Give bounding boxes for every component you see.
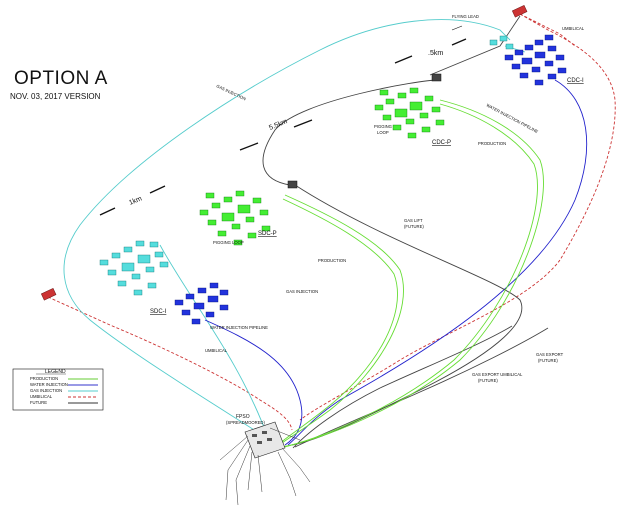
legend-item-production: PRODUCTION [30,376,98,381]
cdc-p-pigging-label-2: LOOP [377,130,389,135]
marker-5km-right [451,38,467,46]
fpso-mooring-lines [219,427,311,506]
legend-item-water-injection: WATER INJECTION [30,382,98,387]
gas-export-umbilical-line [292,325,513,449]
cdc-p-cluster [374,87,445,139]
distance-05km-label: .5km [428,50,443,57]
legend-item-gas-injection: GAS INJECTION [30,388,98,393]
gas-export-umbilical-label-2: (FUTURE) [478,378,498,383]
svg-text:WATER INJECTION: WATER INJECTION [30,382,68,387]
sdc-i-label: SDC-I [150,309,167,315]
sdc-p-cluster [199,190,271,246]
legend: LEGEND PRODUCTION WATER INJECTION GAS IN… [12,368,104,411]
future-loop-line [262,79,439,186]
cdc-i-label: CDC-I [567,78,584,84]
distance-1km-label: 1km [128,195,143,207]
production-sdcp-line-1 [277,194,404,447]
marker-5km-left [394,55,413,64]
sdc-p-pigging-label: PIGGING LOOP [213,240,244,245]
svg-text:GAS INJECTION: GAS INJECTION [30,388,62,393]
cdcp-manifold-dark [431,73,442,82]
gas-export-umbilical-label-1: GAS EXPORT UMBILICAL [472,372,523,377]
fpso-spreadmoored-label: (SPREADMOORED) [226,420,265,425]
svg-text:UMBILICAL: UMBILICAL [30,394,53,399]
marker-dash-top [451,25,463,31]
cdc-p-label: CDC-P [432,140,451,146]
cdc-p-pigging-label-1: PIGGING [374,124,392,129]
production-cdcp-line-2 [279,103,538,449]
marker-1km-left [99,207,116,216]
distance-markers [99,25,467,216]
svg-text:FUTURE: FUTURE [30,400,47,405]
gas-export-future-line [294,327,549,448]
distance-55km-label: 5.5km [268,118,288,132]
end-structures [40,4,528,301]
sdc-p-label: SDC-P [258,231,277,237]
gas-export-label-2: (FUTURE) [538,358,558,363]
gas-lift-label-2: (FUTURE) [404,224,424,229]
production-mid-label: PRODUCTION [318,258,346,263]
umbilical-left-line [47,296,293,431]
gas-injection-outer-loop [63,19,511,438]
legend-title: LEGEND [45,369,66,375]
cdc-i-cluster [504,34,567,86]
sdc-i-cyan-cluster [99,240,169,296]
fpso-label: FPSO [236,414,250,420]
umbilical-cdci-link [519,13,576,47]
production-sdcp-line-2 [275,198,398,448]
gas-injection-lines [63,19,526,439]
umbilical-right-line [299,13,616,421]
marker-55km-right [293,119,313,128]
fpso-vessel [219,421,311,506]
diagram-subtitle: NOV. 03, 2017 VERSION [10,92,101,101]
fpso-hull [244,421,286,459]
water-injection-top-label: WATER INJECTION PIPELINE [486,102,540,134]
production-right-label: PRODUCTION [478,141,506,146]
cdc-i-cyan-cluster [489,35,514,50]
umbilical-top-label: UMBILICAL [562,26,585,31]
legend-item-future: FUTURE [30,400,98,405]
gas-injection-mid-label: GAS INJECTION [286,289,318,294]
gas-injection-sdci-line [159,244,269,439]
production-cdcp-line-1 [281,99,544,448]
umbilical-lines [47,13,616,431]
future-lines [262,15,549,449]
water-injection-left-label: WATER INJECTION PIPELINE [210,325,268,330]
diagram-title: OPTION A [14,68,108,89]
marker-1km-right [149,185,166,194]
sdcp-manifold-dark [287,180,298,189]
legend-item-umbilical: UMBILICAL [30,394,98,399]
gas-lift-label-1: GAS LIFT [404,218,423,223]
top-anchor-structure [511,4,528,18]
water-injection-lines [204,79,588,446]
flying-lead-label: FLYING LEAD [452,14,479,19]
production-lines [275,99,544,449]
marker-55km-left [239,142,259,151]
left-anchor-structure [40,287,57,301]
umbilical-left-label: UMBILICAL [205,348,228,353]
gas-injection-top-label: GAS INJECTION [216,83,247,101]
gas-lift-future-line [291,184,523,446]
connector-flying-lead-line [429,15,521,76]
sdc-i-blue-cluster [174,282,229,325]
svg-text:PRODUCTION: PRODUCTION [30,376,58,381]
water-injection-left-line [204,319,303,446]
water-injection-right-line [287,79,588,446]
gas-export-label-1: GAS EXPORT [536,352,564,357]
